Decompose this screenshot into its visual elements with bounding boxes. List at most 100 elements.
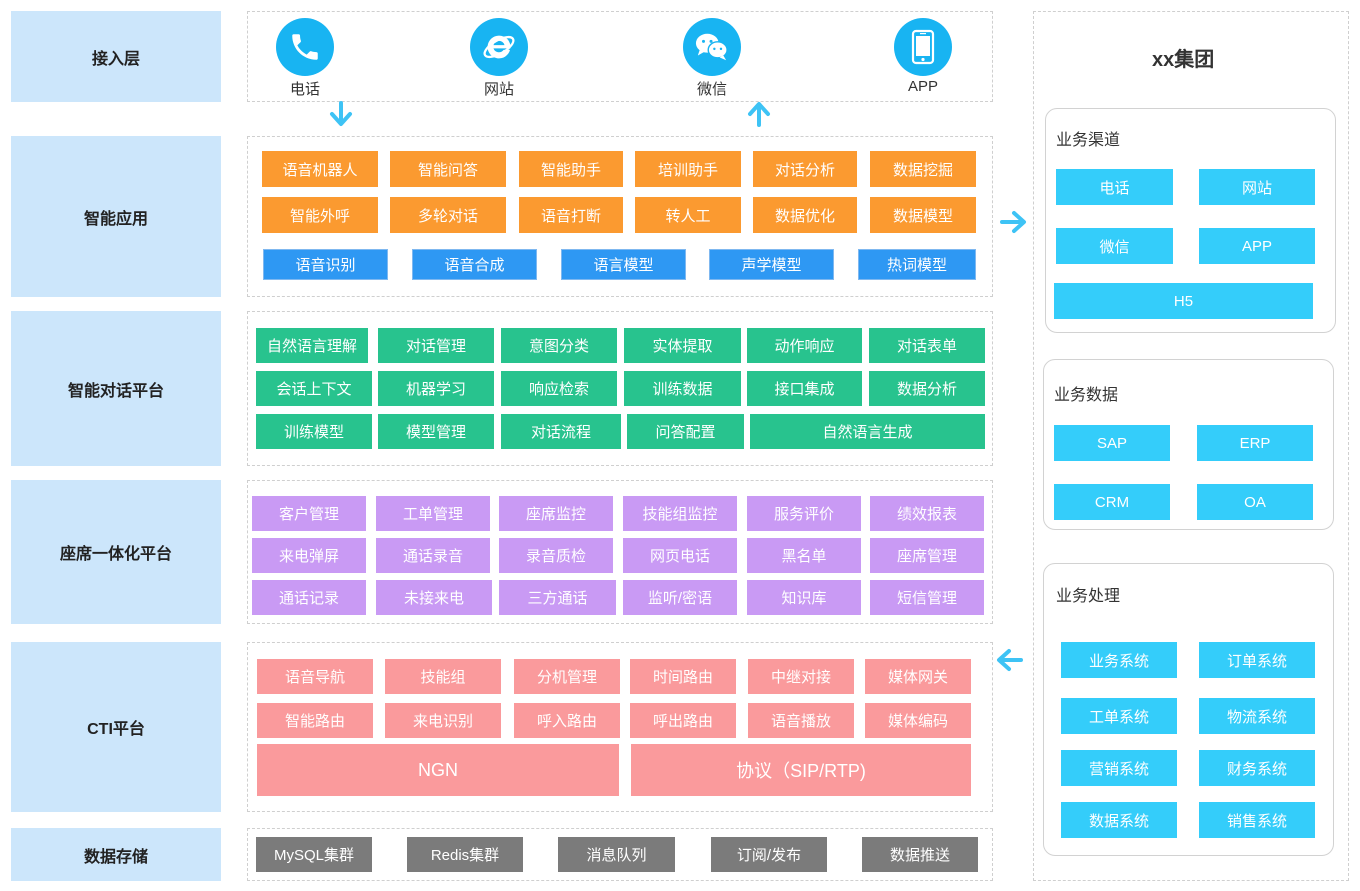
tile-business-data[interactable]: OA	[1197, 484, 1313, 520]
tile-dialog[interactable]: 机器学习	[378, 371, 494, 406]
tile-cti[interactable]: 媒体网关	[865, 659, 971, 694]
tile-seat[interactable]: 网页电话	[623, 538, 737, 573]
tile-seat[interactable]: 三方通话	[499, 580, 616, 615]
tile-seat[interactable]: 未接来电	[376, 580, 492, 615]
tile-speech-model[interactable]: 热词模型	[858, 249, 976, 280]
tile-smart-app[interactable]: 语音打断	[519, 197, 623, 233]
tile-seat[interactable]: 座席管理	[870, 538, 984, 573]
tile-seat[interactable]: 通话录音	[376, 538, 490, 573]
tile-dialog[interactable]: 模型管理	[378, 414, 494, 449]
channel-wechat[interactable]: 微信	[662, 18, 762, 99]
arrow-up-icon	[748, 102, 770, 127]
tile-business-system[interactable]: 营销系统	[1061, 750, 1177, 786]
tile-ngn[interactable]: NGN	[257, 744, 619, 796]
ie-browser-icon	[470, 18, 528, 76]
tile-smart-app[interactable]: 智能助手	[519, 151, 623, 187]
tile-storage[interactable]: 数据推送	[862, 837, 978, 872]
tile-smart-app[interactable]: 数据优化	[753, 197, 857, 233]
tile-business-channel[interactable]: 电话	[1056, 169, 1173, 205]
layer-label-seat-platform: 座席一体化平台	[11, 480, 221, 624]
tile-cti[interactable]: 分机管理	[514, 659, 620, 694]
tile-business-data[interactable]: SAP	[1054, 425, 1170, 461]
tile-speech-model[interactable]: 语音识别	[263, 249, 388, 280]
tile-dialog[interactable]: 训练模型	[256, 414, 372, 449]
tile-business-system[interactable]: 财务系统	[1199, 750, 1315, 786]
channel-website[interactable]: 网站	[449, 18, 549, 99]
tile-business-channel[interactable]: H5	[1054, 283, 1313, 319]
tile-seat[interactable]: 知识库	[747, 580, 861, 615]
tile-cti[interactable]: 呼出路由	[630, 703, 736, 738]
tile-business-system[interactable]: 数据系统	[1061, 802, 1177, 838]
tile-smart-app[interactable]: 转人工	[635, 197, 741, 233]
tile-seat[interactable]: 技能组监控	[623, 496, 737, 531]
tile-speech-model[interactable]: 语言模型	[561, 249, 686, 280]
tile-seat[interactable]: 来电弹屏	[252, 538, 366, 573]
arrow-left-icon	[997, 649, 1023, 671]
tile-dialog[interactable]: 意图分类	[501, 328, 617, 363]
tile-seat[interactable]: 服务评价	[747, 496, 861, 531]
tile-dialog[interactable]: 数据分析	[869, 371, 985, 406]
tile-seat[interactable]: 短信管理	[870, 580, 984, 615]
tile-cti[interactable]: 技能组	[385, 659, 501, 694]
tile-smart-app[interactable]: 智能问答	[390, 151, 506, 187]
tile-seat[interactable]: 绩效报表	[870, 496, 984, 531]
tile-smart-app[interactable]: 对话分析	[753, 151, 857, 187]
tile-business-system[interactable]: 业务系统	[1061, 642, 1177, 678]
tile-business-system[interactable]: 销售系统	[1199, 802, 1315, 838]
tile-dialog[interactable]: 自然语言生成	[750, 414, 985, 449]
tile-dialog[interactable]: 自然语言理解	[256, 328, 368, 363]
tile-cti[interactable]: 来电识别	[385, 703, 501, 738]
tile-storage[interactable]: 订阅/发布	[711, 837, 827, 872]
tile-cti[interactable]: 呼入路由	[514, 703, 620, 738]
tile-business-data[interactable]: CRM	[1054, 484, 1170, 520]
tile-cti[interactable]: 智能路由	[257, 703, 373, 738]
tile-dialog[interactable]: 会话上下文	[256, 371, 372, 406]
smartphone-icon	[894, 18, 952, 76]
tile-smart-app[interactable]: 培训助手	[635, 151, 741, 187]
panel-title-data: 业务数据	[1054, 387, 1119, 404]
tile-business-channel[interactable]: 微信	[1056, 228, 1173, 264]
tile-dialog[interactable]: 对话流程	[501, 414, 621, 449]
tile-storage[interactable]: 消息队列	[558, 837, 675, 872]
tile-protocol[interactable]: 协议（SIP/RTP)	[631, 744, 971, 796]
tile-dialog[interactable]: 响应检索	[501, 371, 617, 406]
channel-phone[interactable]: 电话	[255, 18, 355, 99]
tile-dialog[interactable]: 对话管理	[378, 328, 494, 363]
tile-dialog[interactable]: 实体提取	[624, 328, 741, 363]
tile-cti[interactable]: 语音导航	[257, 659, 373, 694]
tile-smart-app[interactable]: 语音机器人	[262, 151, 378, 187]
tile-smart-app[interactable]: 数据模型	[870, 197, 976, 233]
tile-seat[interactable]: 工单管理	[376, 496, 490, 531]
tile-cti[interactable]: 语音播放	[748, 703, 854, 738]
tile-dialog[interactable]: 对话表单	[869, 328, 985, 363]
tile-business-system[interactable]: 订单系统	[1199, 642, 1315, 678]
channel-app[interactable]: APP	[873, 18, 973, 95]
tile-storage[interactable]: Redis集群	[407, 837, 523, 872]
tile-dialog[interactable]: 接口集成	[747, 371, 862, 406]
tile-seat[interactable]: 黑名单	[747, 538, 861, 573]
tile-cti[interactable]: 时间路由	[630, 659, 736, 694]
tile-seat[interactable]: 通话记录	[252, 580, 366, 615]
tile-smart-app[interactable]: 多轮对话	[390, 197, 506, 233]
tile-cti[interactable]: 媒体编码	[865, 703, 971, 738]
dialog-platform-box	[247, 311, 993, 466]
tile-business-system[interactable]: 工单系统	[1061, 698, 1177, 734]
tile-dialog[interactable]: 问答配置	[627, 414, 744, 449]
tile-speech-model[interactable]: 语音合成	[412, 249, 537, 280]
tile-speech-model[interactable]: 声学模型	[709, 249, 834, 280]
tile-seat[interactable]: 录音质检	[499, 538, 613, 573]
tile-seat[interactable]: 监听/密语	[623, 580, 737, 615]
tile-seat[interactable]: 座席监控	[499, 496, 613, 531]
tile-business-channel[interactable]: 网站	[1199, 169, 1315, 205]
tile-business-data[interactable]: ERP	[1197, 425, 1313, 461]
tile-dialog[interactable]: 动作响应	[747, 328, 862, 363]
smart-app-box	[247, 136, 993, 297]
tile-smart-app[interactable]: 智能外呼	[262, 197, 378, 233]
tile-cti[interactable]: 中继对接	[748, 659, 854, 694]
tile-dialog[interactable]: 训练数据	[624, 371, 741, 406]
tile-smart-app[interactable]: 数据挖掘	[870, 151, 976, 187]
tile-business-channel[interactable]: APP	[1199, 228, 1315, 264]
tile-seat[interactable]: 客户管理	[252, 496, 366, 531]
tile-business-system[interactable]: 物流系统	[1199, 698, 1315, 734]
tile-storage[interactable]: MySQL集群	[256, 837, 372, 872]
